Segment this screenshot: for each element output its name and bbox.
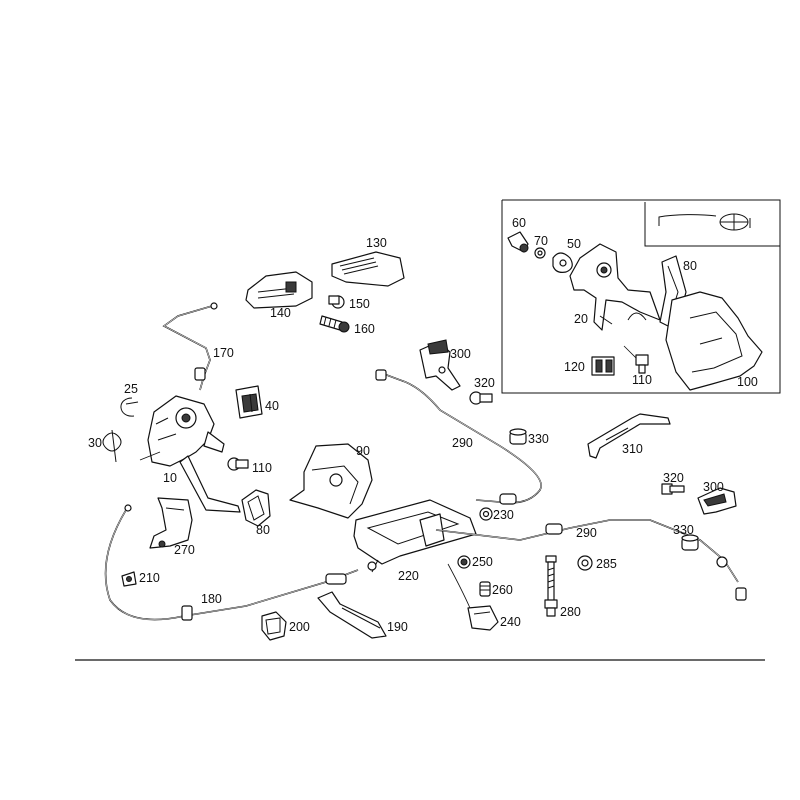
callout-200: 200 (289, 620, 310, 634)
part-320-bolt-upper (469, 391, 493, 405)
callout-300-upper: 300 (450, 347, 471, 361)
part-80-pad (241, 489, 271, 527)
part-100-housing (665, 291, 763, 391)
part-160-screw (319, 315, 350, 333)
part-270-bracket (149, 497, 193, 549)
callout-330-upper: 330 (528, 432, 549, 446)
part-320-bolt-lower (661, 483, 685, 495)
part-285-washer (577, 555, 593, 571)
callout-220: 220 (398, 569, 419, 583)
callout-180: 180 (201, 592, 222, 606)
part-130-pedal-pad (331, 251, 405, 287)
callout-190: 190 (387, 620, 408, 634)
part-50-clip (552, 252, 573, 273)
callout-300-lower: 300 (703, 480, 724, 494)
part-300-bracket-upper (419, 339, 461, 391)
callout-40: 40 (265, 399, 279, 413)
part-10-pedal-assembly (139, 395, 241, 513)
part-280-bolt (544, 555, 558, 617)
part-210-clip (121, 571, 137, 587)
part-310-lever (587, 413, 671, 459)
part-110-bolt (227, 457, 249, 471)
callout-110: 110 (252, 461, 272, 475)
callout-80-inset: 80 (683, 259, 697, 273)
part-200-clamp (261, 611, 287, 641)
callout-50: 50 (567, 237, 581, 251)
steering-wheel-inset (644, 202, 780, 247)
callout-240: 240 (500, 615, 521, 629)
part-290-cable-upper (375, 369, 542, 505)
callout-80: 80 (256, 523, 270, 537)
part-150-bolt (328, 295, 345, 309)
part-220-lever-housing (353, 499, 477, 573)
part-30-spring (102, 429, 122, 463)
callout-25: 25 (124, 382, 138, 396)
callout-20: 20 (574, 312, 588, 326)
part-290-cable-lower (435, 519, 747, 601)
part-90-cover (289, 443, 373, 519)
part-20-pedal-bracket (569, 243, 661, 331)
callout-110-inset: 110 (632, 373, 652, 387)
part-250-grommet (457, 555, 471, 569)
callout-150: 150 (349, 297, 370, 311)
callout-170: 170 (213, 346, 234, 360)
callout-290-upper: 290 (452, 436, 473, 450)
callout-90: 90 (356, 444, 370, 458)
callout-120: 120 (564, 360, 585, 374)
part-300-bracket-lower (697, 487, 737, 515)
callout-160: 160 (354, 322, 375, 336)
part-140-pedal-block (245, 271, 313, 309)
callout-260: 260 (492, 583, 513, 597)
part-60-bushing (507, 231, 529, 253)
callout-280: 280 (560, 605, 581, 619)
callout-70: 70 (534, 234, 548, 248)
callout-320-upper: 320 (474, 376, 495, 390)
callout-310: 310 (622, 442, 643, 456)
part-230-nut (479, 507, 493, 521)
callout-285: 285 (596, 557, 617, 571)
callout-230: 230 (493, 508, 514, 522)
part-260-plug (479, 581, 491, 597)
part-180-cable (104, 504, 359, 621)
callout-320-lower: 320 (663, 471, 684, 485)
callout-10: 10 (163, 471, 177, 485)
part-330-bushing-upper (509, 428, 527, 445)
part-70-washer (534, 247, 546, 259)
callout-60: 60 (512, 216, 526, 230)
part-330-bushing-lower (681, 534, 699, 551)
part-120-switch (591, 356, 615, 376)
callout-290-lower: 290 (576, 526, 597, 540)
part-110-bolt-inset (623, 345, 649, 374)
part-25-clip (120, 397, 139, 417)
part-40-bumper (235, 385, 263, 419)
callout-130: 130 (366, 236, 387, 250)
part-170-cable (162, 302, 218, 391)
callout-250: 250 (472, 555, 493, 569)
inset-detail-box (501, 199, 781, 394)
part-190-strap (317, 591, 387, 639)
callout-330-lower: 330 (673, 523, 694, 537)
callout-140: 140 (270, 306, 291, 320)
callout-210: 210 (139, 571, 160, 585)
callout-270: 270 (174, 543, 195, 557)
callout-100: 100 (737, 375, 758, 389)
callout-30: 30 (88, 436, 102, 450)
part-240-clip (447, 563, 499, 631)
